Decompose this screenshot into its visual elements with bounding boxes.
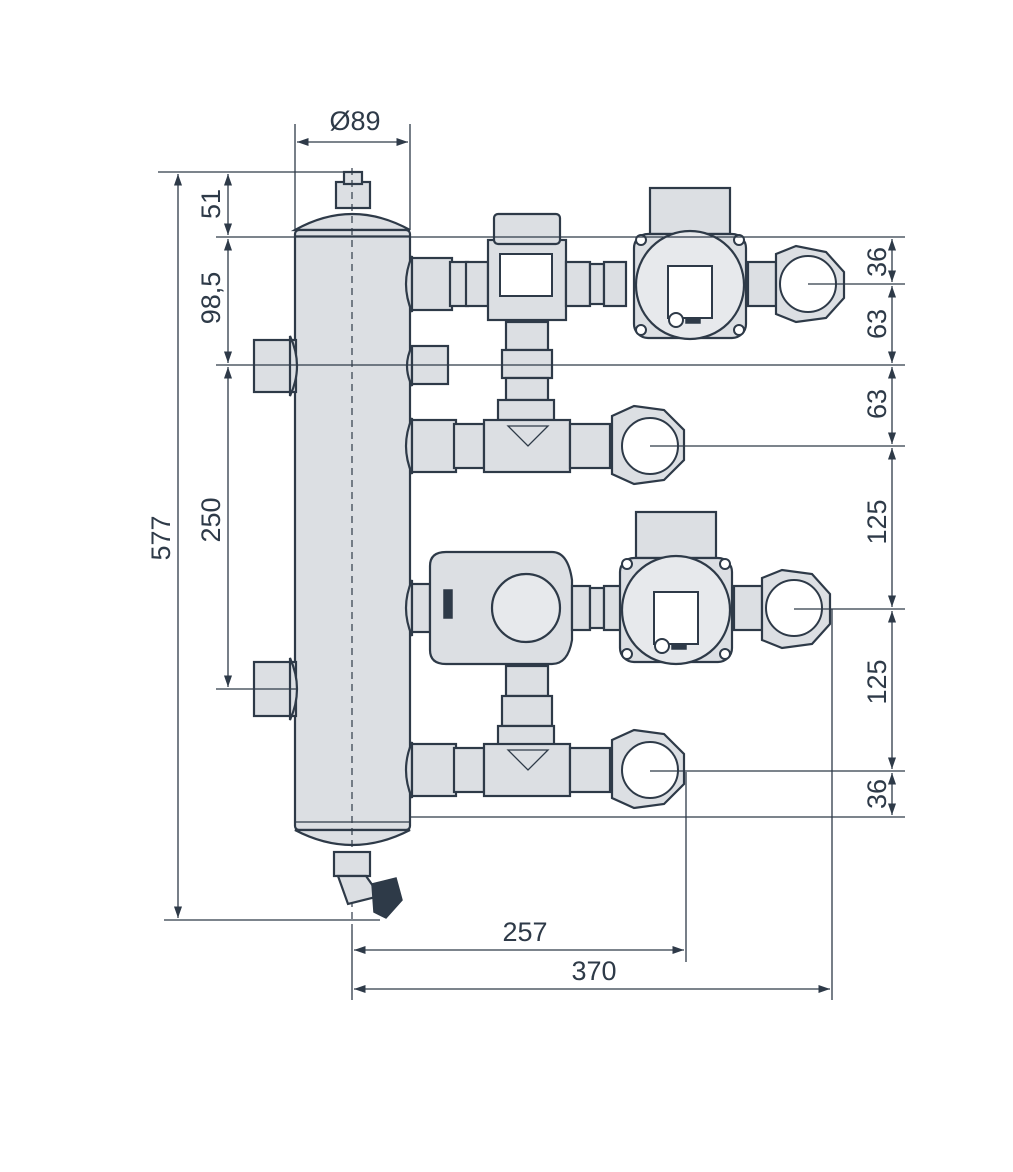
label-right-63-a: 63 (862, 309, 892, 339)
dimension-left-chain (216, 174, 905, 690)
dimension-diameter (294, 124, 411, 230)
separator-vessel (290, 168, 412, 930)
circuit-1-return-line (404, 320, 686, 486)
label-right-36-bottom: 36 (862, 779, 892, 809)
left-socket-upper (252, 335, 299, 397)
label-right-36-top: 36 (862, 247, 892, 277)
drain-valve (332, 850, 403, 919)
circuit-2-return-line (404, 664, 686, 810)
label-connection-spacing: 250 (196, 497, 226, 542)
label-right-125-a: 125 (862, 499, 892, 544)
dimension-right-chain (410, 239, 905, 818)
circuit-2-flow-line (404, 510, 832, 666)
dimension-bottom-widths (351, 609, 833, 1000)
dimension-overall-height (158, 171, 380, 921)
label-width-370: 370 (571, 956, 616, 986)
circuit-1-flow-line (404, 186, 846, 341)
label-overall-height: 577 (146, 515, 176, 560)
label-top-offset: 51 (196, 189, 226, 219)
label-right-63-b: 63 (862, 389, 892, 419)
label-diameter: Ø89 (329, 106, 380, 136)
right-socket-small (405, 344, 450, 387)
label-width-257: 257 (502, 917, 547, 947)
label-right-125-b: 125 (862, 659, 892, 704)
label-upper-offset: 98,5 (196, 272, 226, 325)
